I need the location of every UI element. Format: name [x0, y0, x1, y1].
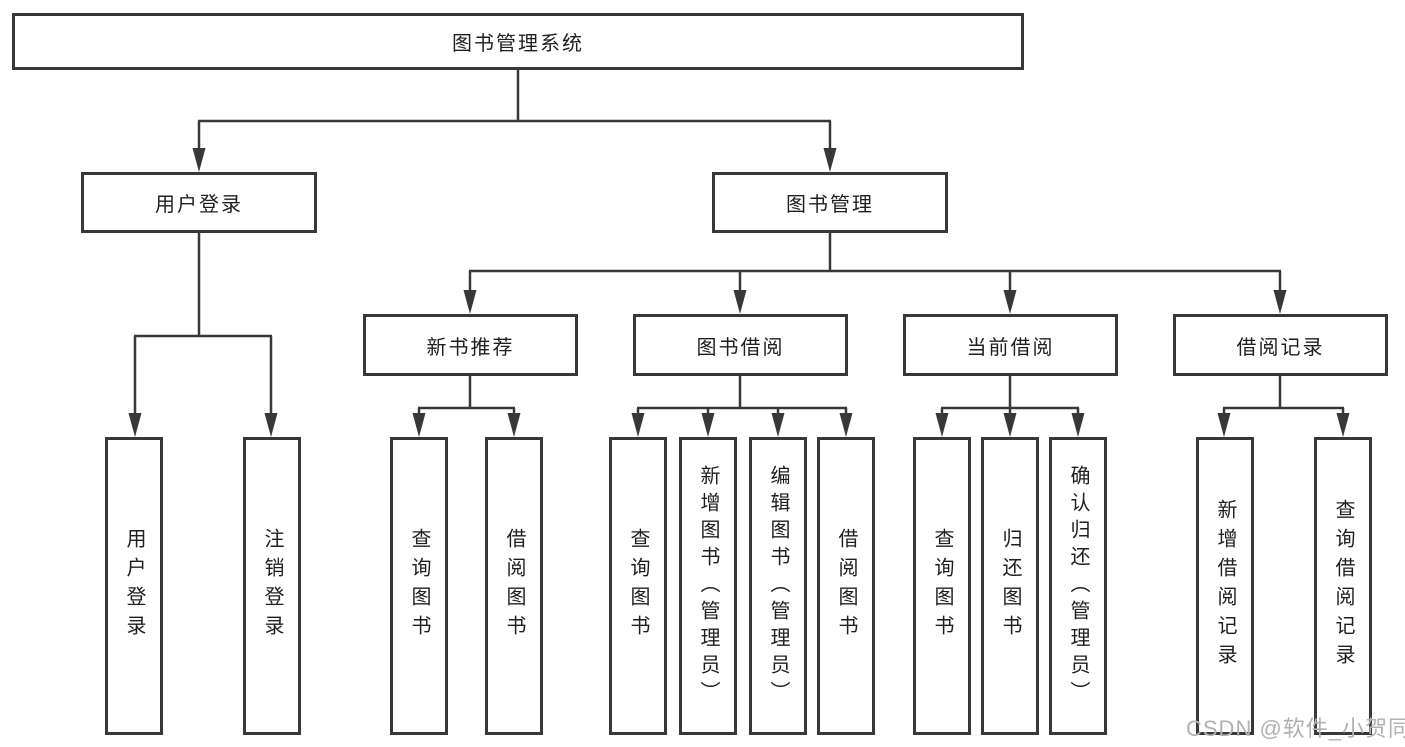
leaf-confirm-return-admin: 确认归还（管理员）	[1049, 437, 1107, 735]
node-current-borrow: 当前借阅	[903, 314, 1118, 376]
node-book-management: 图书管理	[712, 172, 948, 233]
arrowheads	[128, 148, 1350, 437]
leaf-query-borrow-record: 查询借阅记录	[1314, 437, 1372, 735]
csdn-watermark: CSDN @软件_小贺同学	[1186, 716, 1405, 741]
leaf-borrow-books: 借阅图书	[817, 437, 875, 735]
leaf-query-books-recommend: 查询图书	[390, 437, 448, 735]
leaf-add-books-admin: 新增图书（管理员）	[679, 437, 737, 735]
leaf-logout: 注销登录	[243, 437, 301, 735]
leaf-edit-books-admin: 编辑图书（管理员）	[749, 437, 807, 735]
node-new-book-recommend: 新书推荐	[363, 314, 578, 376]
leaf-query-books-current: 查询图书	[913, 437, 971, 735]
leaf-query-books-borrow: 查询图书	[609, 437, 667, 735]
leaf-add-borrow-record: 新增借阅记录	[1196, 437, 1254, 735]
node-user-login: 用户登录	[81, 172, 317, 233]
leaf-borrow-books-recommend: 借阅图书	[485, 437, 543, 735]
node-book-borrow: 图书借阅	[633, 314, 848, 376]
node-library-management-system: 图书管理系统	[12, 13, 1024, 70]
leaf-user-login: 用户登录	[105, 437, 163, 735]
leaf-return-books: 归还图书	[981, 437, 1039, 735]
node-borrow-records: 借阅记录	[1173, 314, 1388, 376]
